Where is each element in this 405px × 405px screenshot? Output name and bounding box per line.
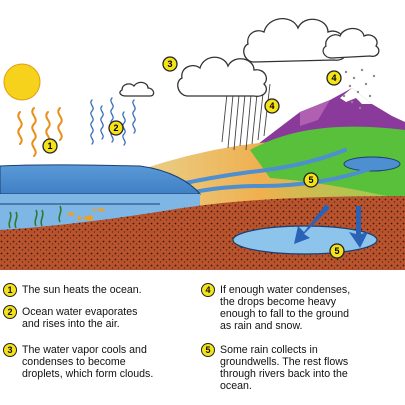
step-4: 4 If enough water condenses, the drops b… — [201, 283, 401, 337]
svg-text:1: 1 — [47, 141, 52, 151]
marker-5-b: 5 — [329, 243, 345, 259]
svg-text:3: 3 — [167, 59, 172, 69]
step-5-text: Some rain collects in groundwells. The r… — [220, 344, 349, 392]
step-2-badge: 2 — [3, 305, 17, 319]
clouds — [119, 18, 380, 97]
step-3-text: The water vapor cools and condenses to b… — [22, 344, 154, 380]
fish — [66, 208, 105, 221]
step-5: 5 Some rain collects in groundwells. The… — [201, 343, 401, 397]
svg-text:2: 2 — [113, 123, 118, 133]
sun — [3, 63, 41, 101]
snow — [338, 68, 376, 110]
svg-text:4: 4 — [331, 73, 336, 83]
rivers — [168, 148, 374, 198]
step-4-badge: 4 — [201, 283, 215, 297]
marker-5: 5 — [303, 172, 319, 188]
step-2: 2 Ocean water evaporates and rises into … — [3, 305, 193, 335]
svg-text:4: 4 — [269, 101, 274, 111]
marker-4: 4 — [264, 98, 280, 114]
marker-2: 2 — [108, 120, 124, 136]
seaweed — [8, 205, 62, 229]
legend: 1 The sun heats the ocean. 2 Ocean water… — [0, 272, 405, 405]
svg-text:5: 5 — [334, 246, 339, 256]
step-4-text: If enough water condenses, the drops bec… — [220, 284, 351, 332]
marker-1: 1 — [42, 138, 58, 154]
step-1-text: The sun heats the ocean. — [22, 284, 142, 296]
step-1-badge: 1 — [3, 283, 17, 297]
step-2-text: Ocean water evaporates and rises into th… — [22, 306, 138, 330]
svg-text:5: 5 — [308, 175, 313, 185]
marker-4-b: 4 — [326, 70, 342, 86]
diagram-markers: 1 2 3 4 4 5 5 — [42, 56, 345, 259]
marker-3: 3 — [162, 56, 178, 72]
water-cycle-illustration: 1 2 3 4 4 5 5 — [0, 18, 405, 270]
water-vapor — [90, 97, 136, 146]
groundwater-arrows — [294, 204, 368, 248]
step-5-badge: 5 — [201, 343, 215, 357]
step-1: 1 The sun heats the ocean. — [3, 283, 193, 299]
step-3: 3 The water vapor cools and condenses to… — [3, 343, 199, 385]
soil — [0, 196, 405, 270]
step-3-badge: 3 — [3, 343, 17, 357]
